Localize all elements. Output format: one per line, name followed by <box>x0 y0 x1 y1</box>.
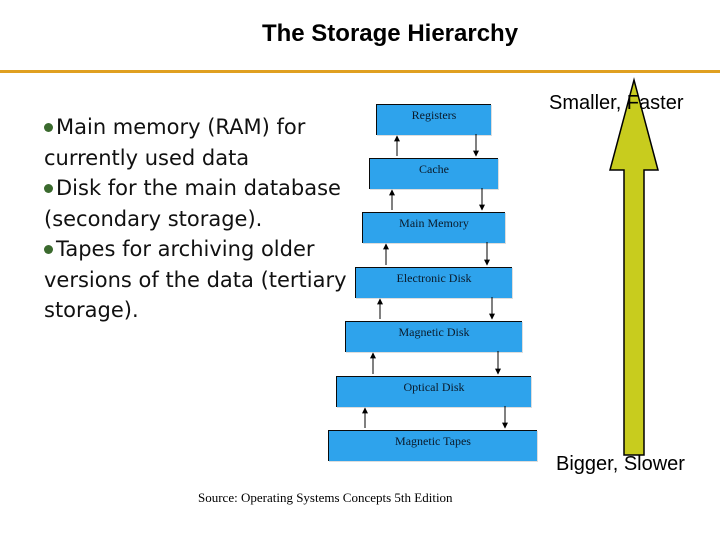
bullet-item-tapes: Tapes for archiving older versions of th… <box>44 234 364 326</box>
arrow-bottom-label: Bigger, Slower <box>556 453 685 475</box>
bullet-text: Main memory (RAM) for <box>56 115 306 139</box>
level-label: Main Memory <box>399 216 469 230</box>
level-label: Optical Disk <box>403 380 465 394</box>
level-label: Magnetic Disk <box>398 325 470 339</box>
speed-size-arrow-icon <box>609 77 659 456</box>
level-label: Cache <box>419 162 449 176</box>
bullet-list: Main memory (RAM) for currently used dat… <box>44 112 364 326</box>
bullet-dot-icon <box>44 123 53 132</box>
level-magnetic-tapes: Magnetic Tapes <box>328 430 537 461</box>
bullet-item-main-memory: Main memory (RAM) for currently used dat… <box>44 112 364 173</box>
level-cache: Cache <box>369 158 498 189</box>
level-registers: Registers <box>376 104 491 135</box>
bullet-dot-icon <box>44 245 53 254</box>
level-label: Electronic Disk <box>396 271 472 285</box>
bullet-item-disk: Disk for the main database (secondary st… <box>44 173 364 234</box>
level-label: Registers <box>411 108 457 122</box>
source-citation: Source: Operating Systems Concepts 5th E… <box>198 490 453 505</box>
level-magnetic-disk: Magnetic Disk <box>345 321 522 352</box>
bullet-text: Tapes for archiving older <box>56 237 315 261</box>
slide-title: The Storage Hierarchy <box>261 20 519 47</box>
bullet-dot-icon <box>44 184 53 193</box>
bullet-text: versions of the data (tertiary <box>44 267 347 292</box>
bullet-text: currently used data <box>44 145 250 170</box>
bullet-text: storage). <box>44 298 139 322</box>
level-electronic-disk: Electronic Disk <box>355 267 512 298</box>
level-label: Magnetic Tapes <box>395 434 471 448</box>
bullet-text: (secondary storage). <box>44 206 263 231</box>
bullet-text: Disk for the main database <box>56 176 341 200</box>
level-optical-disk: Optical Disk <box>336 376 531 407</box>
level-main-memory: Main Memory <box>362 212 505 243</box>
title-divider <box>0 70 720 73</box>
arrow-top-label: Smaller, Faster <box>549 92 684 114</box>
